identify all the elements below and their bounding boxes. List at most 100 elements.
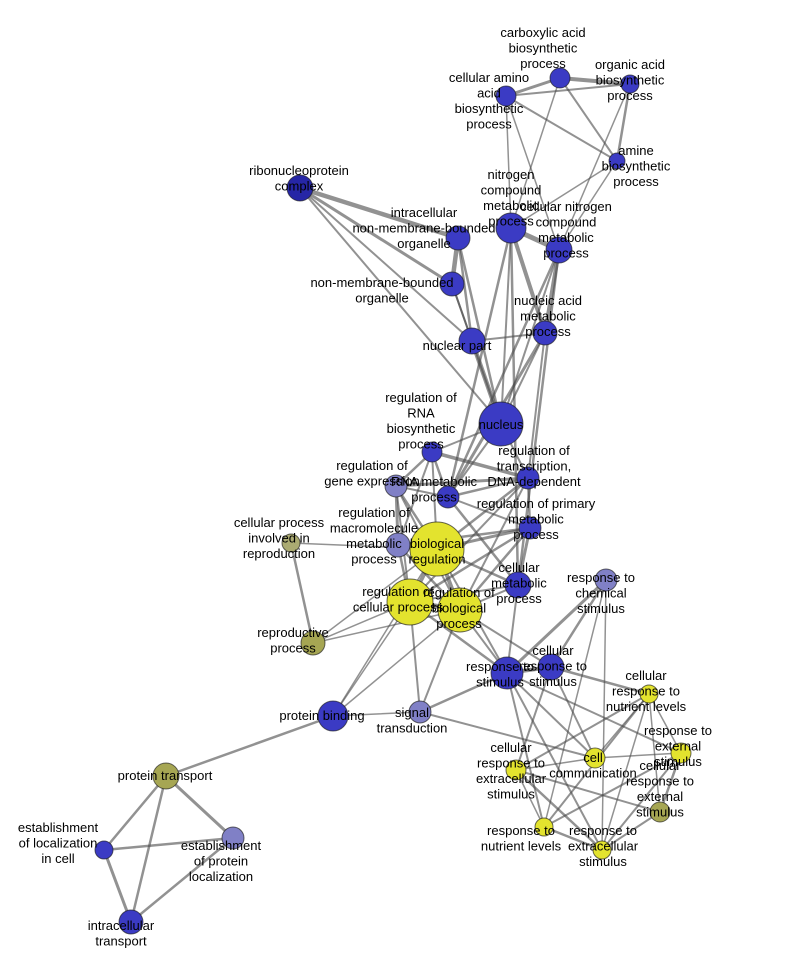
graph-edge-regrna-regtx <box>430 450 530 480</box>
graph-node-respextra[interactable] <box>592 840 612 860</box>
graph-edge-cncmp-nucleus <box>500 249 560 425</box>
graph-edge-cellrespstim-cres <box>515 666 552 771</box>
graph-node-ncmp[interactable] <box>495 212 527 244</box>
graph-edge-crnl-respext <box>648 693 682 754</box>
graph-node-respchem[interactable] <box>594 568 618 592</box>
graph-node-cpir[interactable] <box>281 533 301 553</box>
graph-node-estprotloc[interactable] <box>221 826 245 850</box>
graph-edge-amine-ncmp <box>510 160 618 229</box>
graph-node-repro[interactable] <box>300 630 326 656</box>
graph-node-sigtrans[interactable] <box>408 700 432 724</box>
graph-edge-aminoacid-amine <box>505 95 618 162</box>
graph-node-protbind[interactable] <box>317 700 349 732</box>
graph-edge-rnp-nucpart <box>299 187 473 342</box>
graph-node-cellmet[interactable] <box>504 571 532 599</box>
graph-node-regbio[interactable] <box>437 587 483 633</box>
graph-edge-estloc-intratrans <box>102 848 133 924</box>
graph-edge-rnp-nucleus <box>299 187 502 425</box>
graph-node-intratrans[interactable] <box>118 909 144 935</box>
graph-node-nmbo[interactable] <box>439 271 465 297</box>
graph-edge-protbind-bioreg <box>332 548 438 717</box>
graph-node-crnl[interactable] <box>639 684 659 704</box>
graph-edge-prottrans-intratrans <box>129 774 168 924</box>
graph-node-label-protbind: protein binding <box>279 708 364 723</box>
graph-node-cncmp[interactable] <box>545 236 573 264</box>
graph-edge-amine-cncmp <box>558 160 618 251</box>
graph-node-respext[interactable] <box>670 742 692 764</box>
graph-edge-cellrespstim-respchem <box>549 578 608 669</box>
graph-edge-cellrespstim-crnl <box>549 665 651 696</box>
graph-node-respstim[interactable] <box>490 656 524 690</box>
graph-node-amine[interactable] <box>608 152 626 170</box>
graph-node-nucleus[interactable] <box>478 401 524 447</box>
graph-node-cres[interactable] <box>505 759 527 781</box>
graph-edge-cpir-repro <box>289 541 315 645</box>
graph-node-inmbo[interactable] <box>445 225 471 251</box>
graph-node-regtx[interactable] <box>516 466 540 490</box>
graph-node-carb[interactable] <box>549 67 571 89</box>
graph-node-bioreg[interactable] <box>409 521 465 577</box>
graph-edge-regtx-reggene <box>394 476 530 488</box>
graph-node-respnut[interactable] <box>534 817 554 837</box>
graph-node-regrna[interactable] <box>421 441 443 463</box>
graph-node-orgacid[interactable] <box>620 74 640 94</box>
graph-edge-protbind-prottrans <box>164 714 335 778</box>
graph-node-regcell[interactable] <box>386 578 434 626</box>
graph-edge-regtx-rnamp <box>446 476 530 499</box>
graph-edge-respstim-respnut <box>506 672 545 828</box>
graph-node-rnamp[interactable] <box>436 485 460 509</box>
graph-node-prottrans[interactable] <box>152 762 180 790</box>
graph-node-estloc[interactable] <box>94 840 114 860</box>
graph-edge-respchem-respextra <box>601 579 607 851</box>
graph-edge-rnamp-cellmet <box>446 495 520 587</box>
graph-edge-repro-regbio <box>312 609 461 644</box>
graph-node-aminoacid[interactable] <box>495 85 517 107</box>
graph-node-cellcomm[interactable] <box>584 747 606 769</box>
graph-node-cellrespstim[interactable] <box>537 653 565 681</box>
graph-node-rnp[interactable] <box>286 174 314 202</box>
graph-edge-namp-regtx <box>527 332 546 479</box>
graph-edge-ncmp-rnamp <box>446 226 513 499</box>
graph-edge-orgacid-aminoacid <box>505 83 631 97</box>
graph-edge-regrna-regmacro <box>397 451 433 546</box>
graph-edge-protbind-regbio <box>332 609 461 717</box>
graph-node-nucpart[interactable] <box>458 327 486 355</box>
graph-edge-crnl-respextra <box>601 693 650 851</box>
graph-edge-respnut-respextra <box>542 825 604 852</box>
graph-edge-respext-respextra <box>601 752 682 851</box>
graph-edge-crnl-cres <box>515 693 650 771</box>
graph-edge-respstim-respextra <box>506 672 603 851</box>
graph-node-label-prottrans: protein transport <box>118 768 213 783</box>
graph-edge-estprotloc-intratrans <box>129 836 235 924</box>
graph-node-crext[interactable] <box>649 801 671 823</box>
graph-edge-inmbo-nucpart <box>456 236 474 343</box>
graph-node-regprim[interactable] <box>518 516 542 540</box>
graph-node-reggene[interactable] <box>384 474 408 498</box>
graph-edge-estloc-estprotloc <box>102 836 235 852</box>
graph-node-namp[interactable] <box>532 320 558 346</box>
graph-edge-rnp-nmbo <box>298 186 454 286</box>
